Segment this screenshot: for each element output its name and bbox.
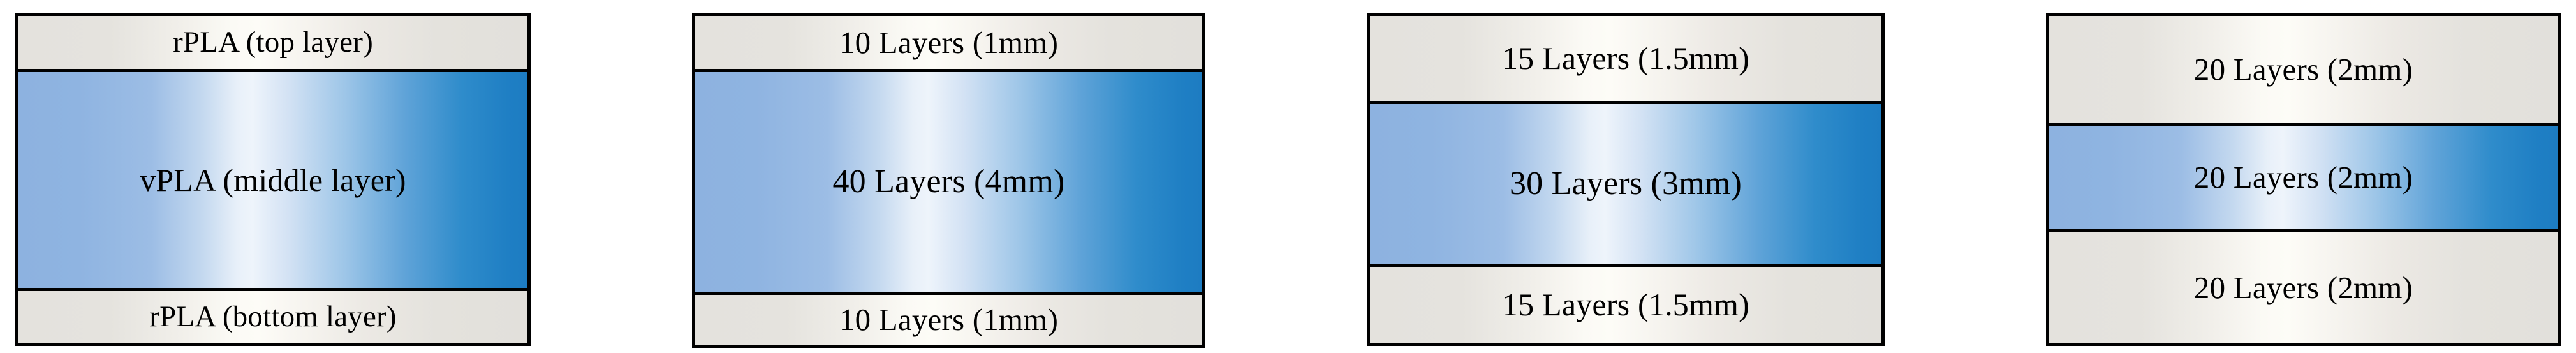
panel-1-top-layer: rPLA (top layer) — [18, 16, 527, 70]
panel-3-top-layer-label: 15 Layers (1.5mm) — [1501, 40, 1750, 77]
panel-4-middle-layer: 20 Layers (2mm) — [2049, 122, 2558, 229]
panel-1-reference-labelled-sandwich: rPLA (top layer) vPLA (middle layer) rPLA … — [15, 13, 531, 346]
panel-1-middle-layer-label: vPLA (middle layer) — [140, 162, 406, 199]
panel-2-top-layer-label: 10 Layers (1mm) — [839, 25, 1059, 61]
panel-2-middle-layer-label: 40 Layers (4mm) — [832, 163, 1065, 200]
panel-4-bottom-layer-label: 20 Layers (2mm) — [2193, 269, 2413, 305]
panel-4-top-layer-label: 20 Layers (2mm) — [2193, 51, 2413, 87]
panel-2-middle-layer: 40 Layers (4mm) — [695, 69, 1202, 292]
panel-1-middle-layer: vPLA (middle layer) — [18, 69, 527, 289]
panel-1-bottom-layer: rPLA (bottom layer) — [18, 288, 527, 343]
panel-4-middle-layer-label: 20 Layers (2mm) — [2193, 160, 2413, 195]
panel-4-configuration-20-20-20: 20 Layers (2mm) 20 Layers (2mm) 20 Layers … — [2046, 13, 2561, 346]
panel-4-bottom-layer: 20 Layers (2mm) — [2049, 229, 2558, 343]
panel-2-bottom-layer-label: 10 Layers (1mm) — [839, 302, 1059, 338]
panel-3-configuration-15-30-15: 15 Layers (1.5mm) 30 Layers (3mm) 15 Layer… — [1367, 13, 1885, 346]
panel-2-configuration-10-40-10: 10 Layers (1mm) 40 Layers (4mm) 10 Layers … — [692, 13, 1205, 348]
panel-1-top-layer-label: rPLA (top layer) — [173, 26, 373, 59]
panel-1-bottom-layer-label: rPLA (bottom layer) — [149, 300, 397, 334]
panel-2-bottom-layer: 10 Layers (1mm) — [695, 291, 1202, 345]
panel-3-top-layer: 15 Layers (1.5mm) — [1370, 16, 1881, 101]
panel-2-top-layer: 10 Layers (1mm) — [695, 16, 1202, 70]
panel-3-bottom-layer-label: 15 Layers (1.5mm) — [1501, 287, 1750, 323]
panel-4-top-layer: 20 Layers (2mm) — [2049, 16, 2558, 123]
panel-3-bottom-layer: 15 Layers (1.5mm) — [1370, 263, 1881, 343]
panel-3-middle-layer-label: 30 Layers (3mm) — [1509, 165, 1742, 202]
panel-3-middle-layer: 30 Layers (3mm) — [1370, 100, 1881, 264]
